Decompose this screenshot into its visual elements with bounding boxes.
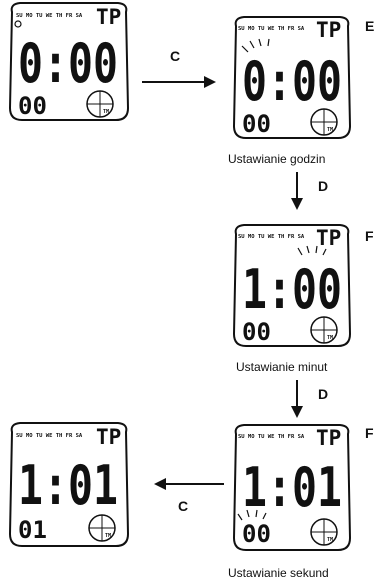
time-digits: 0:00 — [18, 32, 118, 95]
mode-indicator: TP — [96, 425, 121, 449]
watch-display-initial: SU MO TU WE TH FR SA TP 0:00 00 TM — [8, 1, 130, 121]
watch-display-minutes-setting: SU MO TU WE TH FR SA TP 1:00 00 TM — [232, 224, 352, 347]
time-digits: 1:01 — [18, 454, 118, 517]
mode-indicator: TP — [316, 226, 341, 250]
weekday-row: SU MO TU WE TH FR SA — [238, 434, 305, 440]
weekday-row: SU MO TU WE TH FR SA — [16, 433, 83, 439]
dial-icon: TM — [310, 316, 338, 344]
time-digits: 0:00 — [242, 50, 342, 113]
seconds-digits: 00 — [242, 520, 271, 548]
weekday-row: SU MO TU WE TH FR SA — [238, 26, 305, 32]
tm-label: TM — [327, 537, 333, 543]
dial-icon: TM — [88, 514, 116, 542]
time-digits: 1:01 — [242, 456, 342, 519]
side-letter-e: E — [365, 18, 375, 34]
dial-icon: TM — [310, 108, 338, 136]
seconds-digits: 01 — [18, 516, 47, 544]
dial-icon: TM — [86, 90, 114, 118]
arrow-left-c — [154, 478, 224, 490]
tm-label: TM — [327, 335, 333, 341]
weekday-row: SU MO TU WE TH FR SA — [16, 13, 83, 19]
arrow-label-c-top: C — [170, 48, 181, 64]
arrow-label-d-second: D — [318, 386, 329, 402]
watch-display-final: SU MO TU WE TH FR SA TP 1:01 01 TM — [8, 422, 130, 547]
dial-icon: TM — [310, 518, 338, 546]
arrow-label-c-bottom: C — [178, 498, 189, 514]
alarm-icon — [14, 20, 22, 28]
blink-marks — [237, 509, 267, 521]
time-digits: 1:00 — [242, 258, 342, 321]
tm-label: TM — [327, 127, 333, 133]
arrow-label-d-first: D — [318, 178, 329, 194]
weekday-row: SU MO TU WE TH FR SA — [238, 234, 305, 240]
watch-display-seconds-setting: SU MO TU WE TH FR SA TP 1:01 00 TM — [232, 424, 352, 551]
mode-indicator: TP — [316, 18, 341, 42]
mode-indicator: TP — [316, 426, 341, 450]
seconds-digits: 00 — [242, 318, 271, 346]
blink-marks — [241, 38, 270, 53]
tm-label: TM — [103, 109, 109, 115]
blink-marks — [297, 245, 327, 256]
caption-minutes: Ustawianie minut — [236, 360, 328, 374]
side-letter-f-second: F — [365, 425, 374, 441]
tm-label: TM — [105, 533, 111, 539]
watch-display-hours-setting: SU MO TU WE TH FR SA TP 0:00 00 TM — [232, 16, 352, 139]
caption-hours: Ustawianie godzin — [228, 152, 326, 166]
arrow-down-d-second — [291, 380, 303, 418]
seconds-digits: 00 — [242, 110, 271, 138]
arrow-right-c — [142, 76, 216, 88]
mode-indicator: TP — [96, 5, 121, 29]
seconds-digits: 00 — [18, 92, 47, 120]
side-letter-f-first: F — [365, 228, 374, 244]
arrow-down-d-first — [291, 172, 303, 210]
caption-seconds: Ustawianie sekund — [228, 566, 329, 580]
